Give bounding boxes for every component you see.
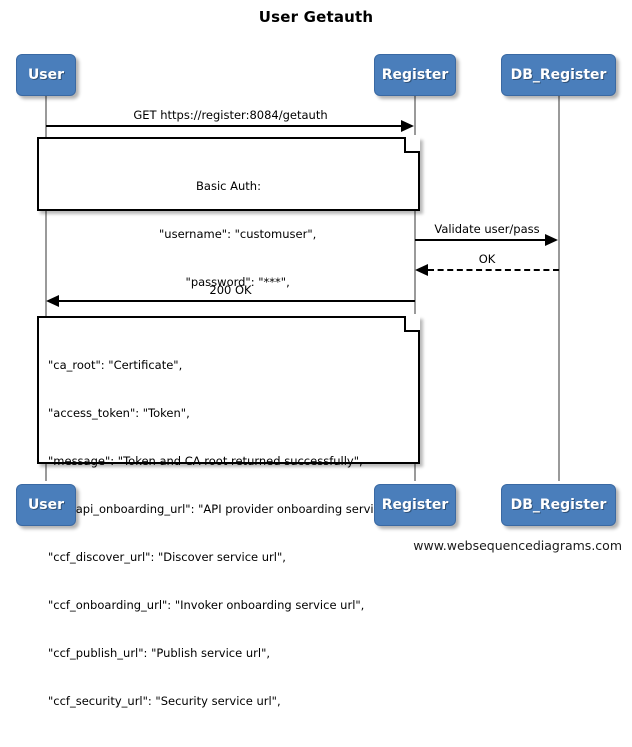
message-line-get-getauth <box>46 125 402 127</box>
message-line-ok <box>428 269 559 271</box>
note-line: "ccf_publish_url": "Publish service url"… <box>48 646 271 660</box>
actor-label: User <box>27 67 65 83</box>
note-line: Basic Auth: <box>196 179 261 193</box>
note-line: "ccf_onboarding_url": "Invoker onboardin… <box>48 598 365 612</box>
note-basic-auth: Basic Auth: "username": "customuser", "p… <box>37 135 420 289</box>
actor-label: User <box>27 497 65 513</box>
note-response: "ca_root": "Certificate", "access_token"… <box>37 314 420 708</box>
actor-db-register-bottom[interactable]: DB_Register <box>501 484 616 526</box>
lifeline-register <box>414 96 416 481</box>
actor-user-top[interactable]: User <box>16 54 76 96</box>
note-line: "username": "customuser", <box>140 227 317 241</box>
lifeline-db-register <box>558 96 560 481</box>
message-label-ok: OK <box>478 252 496 266</box>
arrowhead-right-get-getauth <box>401 120 414 132</box>
page-title: User Getauth <box>258 8 374 26</box>
actor-register-top[interactable]: Register <box>374 54 456 96</box>
arrowhead-left-200-ok <box>46 295 59 307</box>
note-line: "ca_root": "Certificate", <box>48 358 183 372</box>
note-line: "access_token": "Token", <box>48 406 190 420</box>
note-basic-auth-body: Basic Auth: "username": "customuser", "p… <box>39 139 418 328</box>
message-line-validate-user-pass <box>415 239 546 241</box>
message-label-200-ok: 200 OK <box>209 283 252 297</box>
note-line: "ccf_api_onboarding_url": "API provider … <box>48 502 415 516</box>
message-label-validate-user-pass: Validate user/pass <box>434 222 540 236</box>
actor-register-bottom[interactable]: Register <box>374 484 456 526</box>
note-line: "message": "Token and CA root returned s… <box>48 454 363 468</box>
note-line: "ccf_security_url": "Security service ur… <box>48 694 281 708</box>
actor-label: DB_Register <box>510 497 607 513</box>
footer-watermark: www.websequencediagrams.com <box>413 538 622 553</box>
actor-label: Register <box>381 67 449 83</box>
actor-label: Register <box>381 497 449 513</box>
note-line: "ccf_discover_url": "Discover service ur… <box>48 550 286 564</box>
actor-db-register-top[interactable]: DB_Register <box>501 54 616 96</box>
actor-label: DB_Register <box>510 67 607 83</box>
arrowhead-right-validate-user-pass <box>545 234 558 246</box>
sequence-diagram-canvas: User Getauth User Register DB_Register G… <box>16 8 622 708</box>
arrowhead-left-ok <box>415 264 428 276</box>
note-response-body: "ca_root": "Certificate", "access_token"… <box>39 318 418 747</box>
actor-user-bottom[interactable]: User <box>16 484 76 526</box>
lifeline-user <box>45 96 47 481</box>
note-fold-icon <box>404 314 420 332</box>
note-line: "password": "***", <box>167 275 290 289</box>
message-line-200-ok <box>59 300 415 302</box>
note-fold-icon <box>404 135 420 153</box>
message-label-get-getauth: GET https://register:8084/getauth <box>133 108 328 122</box>
